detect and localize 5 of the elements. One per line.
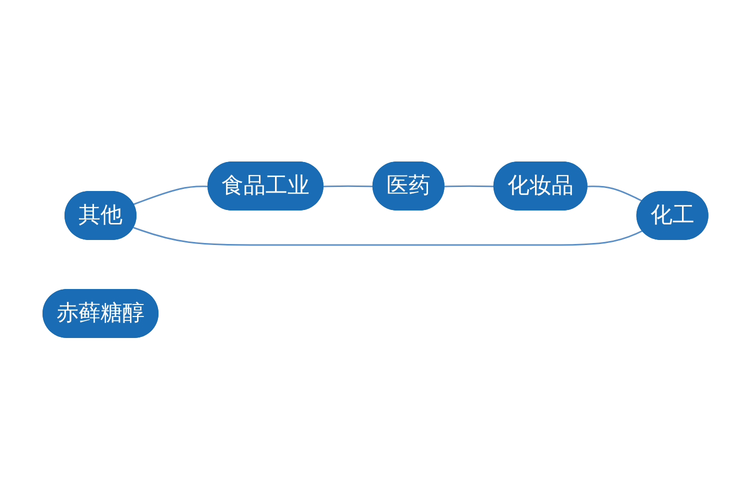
connector [586, 186, 642, 202]
connector [132, 186, 208, 206]
connector [132, 227, 642, 246]
connector [323, 186, 374, 188]
connector [444, 186, 494, 188]
